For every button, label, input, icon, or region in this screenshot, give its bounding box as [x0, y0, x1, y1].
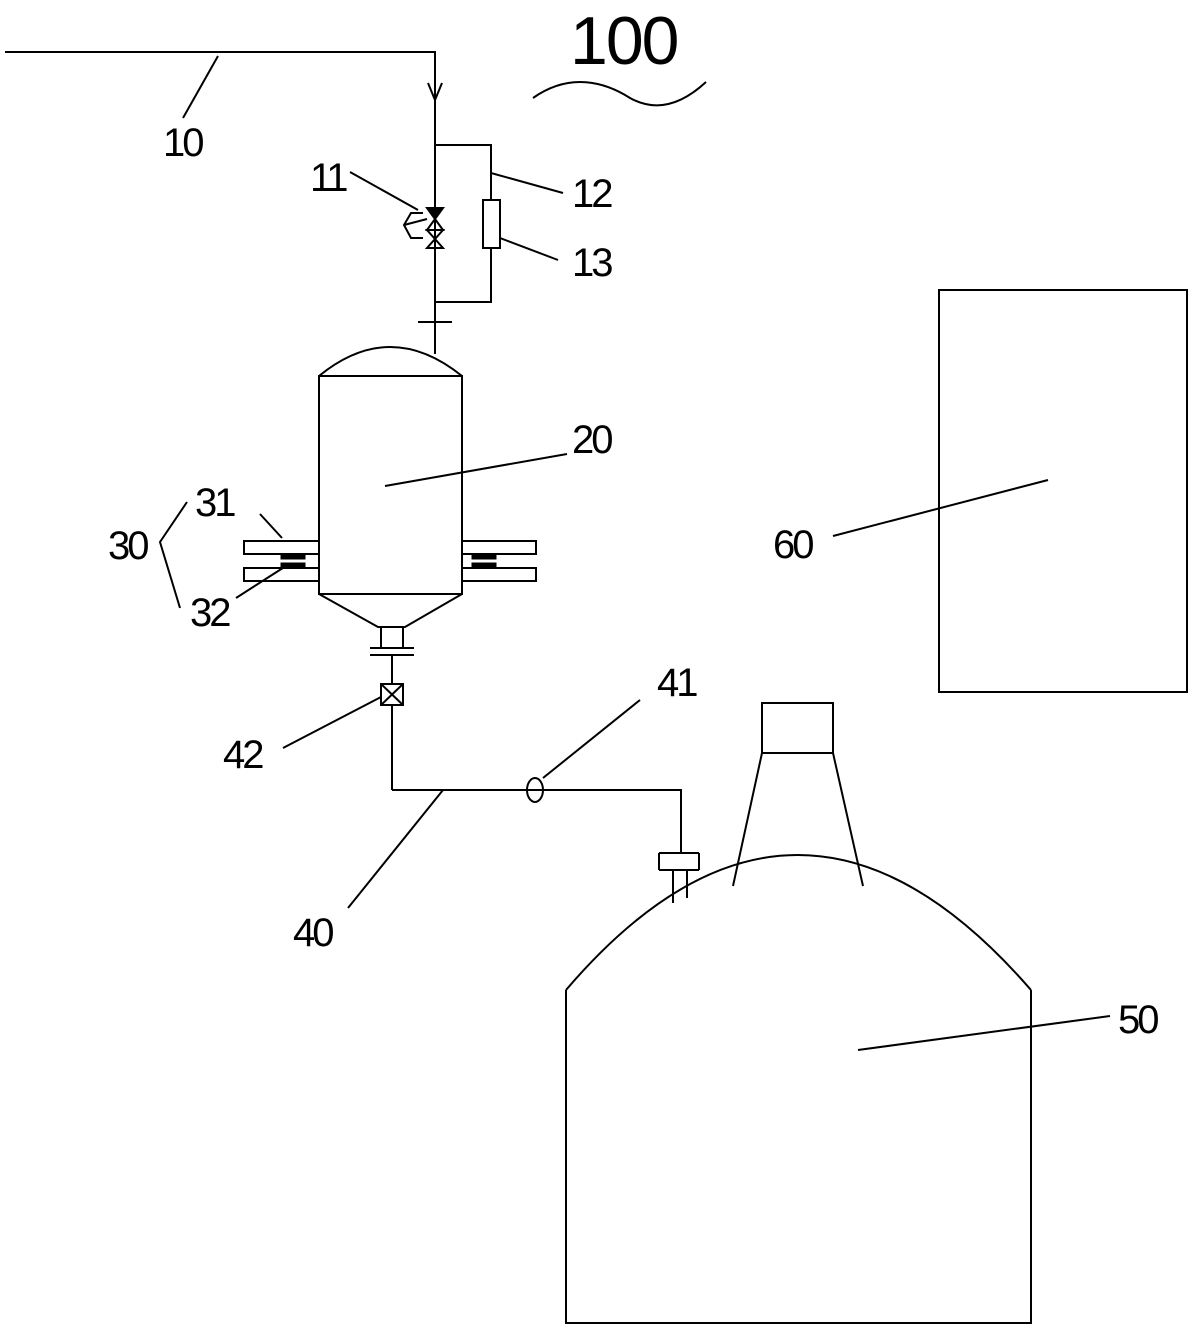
inlet-pipe-leader: [182, 55, 219, 119]
bypass-component-label: 13: [572, 241, 612, 285]
control-box-leader: [832, 479, 1049, 537]
valve-leader: [349, 171, 419, 211]
tank-leader: [857, 1015, 1111, 1051]
outlet-valve-icon: [380, 683, 404, 706]
tank-hatch-cap: [761, 702, 834, 754]
vessel-top-head: [318, 346, 463, 377]
inlet-pipe: 10: [5, 51, 443, 165]
flow-meter-leader: [542, 699, 641, 779]
flow-arrow-icon: [427, 82, 443, 103]
vessel-bottom-cone: [318, 593, 463, 628]
vessel-bottom-nozzle: [370, 627, 414, 684]
inlet-pipe-line: [5, 51, 436, 145]
support-plate-leader: [259, 513, 283, 539]
figure-reference: 100: [532, 3, 707, 107]
flow-meter-label: 41: [657, 661, 697, 705]
support-group-bracket: [158, 501, 188, 609]
support-plate-right-bottom: [461, 567, 537, 582]
support-roller-left-lower: [280, 562, 306, 569]
support-plate-right-top: [461, 540, 537, 555]
inlet-pipe-label: 10: [163, 121, 203, 165]
valve-icon: [402, 207, 446, 249]
bypass-pipe-leader: [490, 172, 564, 194]
valve-bypass-assembly: 11 12 13: [310, 144, 615, 322]
support-roller-right-lower: [471, 562, 497, 569]
tank-inlet-nozzle: [658, 852, 700, 903]
vessel-support: 31 32 30: [108, 481, 537, 635]
vessel-body: [318, 375, 463, 595]
tank-body: [565, 990, 1032, 1324]
vessel: 20: [318, 321, 615, 684]
support-roller-label: 32: [190, 591, 230, 635]
tank: 50: [565, 702, 1161, 1324]
outlet-pipe-horizontal: [392, 789, 682, 853]
support-roller-right-upper: [471, 553, 497, 560]
control-box-label: 60: [773, 523, 813, 567]
support-roller-leader: [235, 565, 287, 599]
bypass-component: [482, 199, 501, 249]
support-roller-left-upper: [280, 553, 306, 560]
vessel-label: 20: [572, 418, 612, 462]
valve-label: 11: [310, 156, 347, 200]
figure-number-label: 100: [570, 3, 678, 79]
vessel-leader: [384, 453, 568, 487]
wavy-marker: [532, 81, 707, 107]
bypass-pipe-label: 12: [572, 172, 612, 216]
support-plate-left-top: [243, 540, 320, 555]
outlet-piping: 42 41 40: [223, 661, 700, 955]
flow-meter-icon: [526, 777, 544, 803]
control-box-frame: [938, 289, 1188, 693]
support-label: 30: [108, 524, 148, 568]
outlet-pipe-label: 40: [293, 911, 333, 955]
tank-dome: [565, 854, 1032, 991]
support-plate-label: 31: [195, 481, 235, 525]
tank-label: 50: [1118, 998, 1158, 1042]
outlet-valve-leader: [282, 696, 382, 749]
control-box: 60: [773, 289, 1188, 693]
vessel-top-nozzle: [418, 321, 452, 354]
bypass-component-leader: [499, 237, 559, 261]
tank-hatch-neck: [732, 752, 864, 887]
outlet-valve-label: 42: [223, 733, 263, 777]
outlet-pipe-leader: [347, 789, 444, 909]
